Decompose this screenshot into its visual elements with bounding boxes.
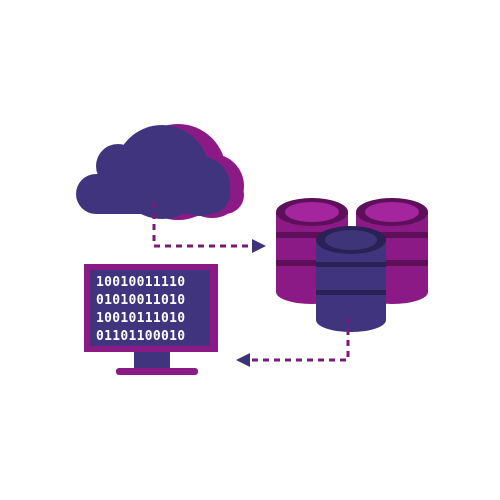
monitor-icon: 10010011110 01010011010 10010111010 0110… (84, 264, 218, 375)
arrowhead-right (252, 239, 266, 253)
cloud-front-shape (76, 125, 230, 219)
arrowhead-left (236, 353, 250, 367)
database-front-cylinder (316, 226, 386, 332)
arrow-cloud-to-database (152, 202, 266, 253)
cloud-icon (76, 124, 244, 220)
binary-text-block: 10010011110 01010011010 10010111010 0110… (96, 275, 185, 344)
arrow-database-to-monitor (236, 318, 350, 367)
binary-line-3: 10010111010 (96, 311, 185, 326)
monitor-screen (90, 270, 210, 346)
binary-line-4: 01101100010 (96, 329, 185, 344)
binary-line-2: 01010011010 (96, 293, 185, 308)
binary-line-1: 10010011110 (96, 275, 185, 290)
monitor-neck (134, 352, 170, 368)
database-icon (276, 198, 428, 332)
monitor-base (116, 368, 198, 375)
